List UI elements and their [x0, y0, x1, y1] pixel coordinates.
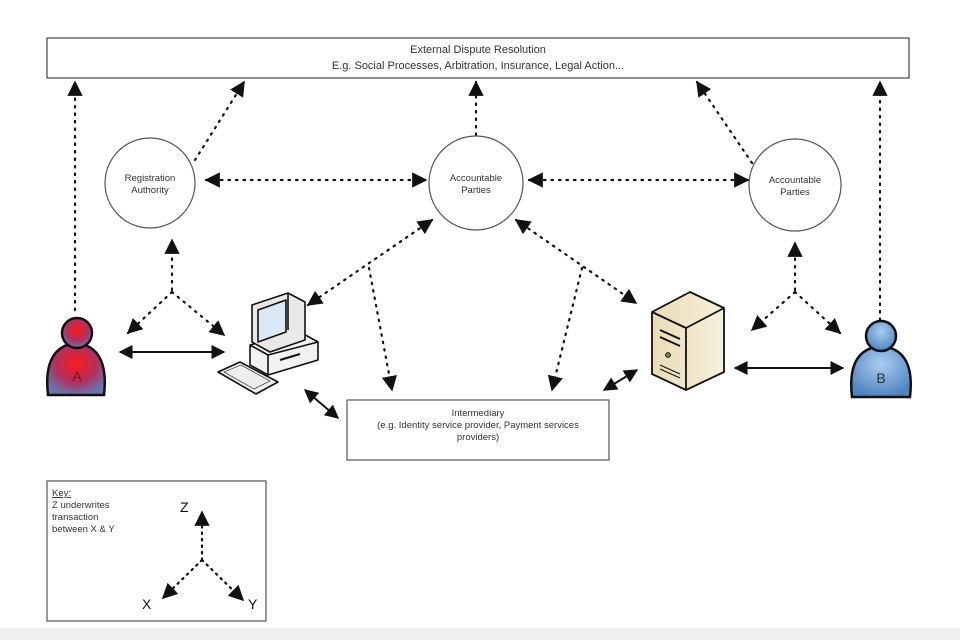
arrow-computer-intermediary	[303, 389, 340, 419]
accountable-parties-center-label-2: Parties	[461, 185, 491, 196]
key-line-2: transaction	[52, 512, 98, 523]
connector-ap-computer	[306, 218, 434, 307]
key-z-label: Z	[180, 499, 189, 515]
connector-underwrite-intermediary-right	[547, 266, 584, 392]
connector-ra-to-computer	[170, 290, 226, 337]
accountable-parties-right-node: Accountable Parties	[748, 138, 842, 232]
registration-authority-node: Registration Authority	[104, 137, 196, 229]
bottom-bar	[0, 628, 960, 640]
arrow-intermediary-server	[602, 369, 639, 391]
accountable-parties-center-label-1: Accountable	[450, 173, 502, 184]
intermediary-label-1: Intermediary	[452, 408, 505, 419]
user-a-label: A	[72, 368, 82, 384]
intermediary-label-2: (e.g. Identity service provider, Payment…	[377, 420, 579, 431]
server-icon	[651, 291, 725, 391]
key-line-1: Z underwrites	[52, 500, 110, 511]
key-arrows	[161, 510, 245, 602]
connector-ap-right-to-b	[793, 290, 842, 335]
user-b-icon: B	[850, 319, 912, 399]
intermediary-label-3: providers)	[457, 432, 499, 443]
registration-authority-label-2: Authority	[131, 185, 169, 196]
key-arrow-y	[200, 558, 245, 602]
solid-connectors	[118, 345, 845, 419]
key-line-3: between X & Y	[52, 524, 115, 535]
connector-ra-to-a	[126, 290, 174, 335]
connector-ap-server	[514, 218, 638, 305]
user-a-icon: A	[45, 316, 107, 397]
connector-ap-right-external	[695, 80, 754, 165]
connector-underwrite-intermediary-left	[367, 266, 397, 392]
connector-ap-right-to-server	[750, 290, 797, 332]
accountable-parties-right-label-2: Parties	[780, 187, 810, 198]
key-x-label: X	[142, 596, 152, 612]
registration-authority-label-1: Registration	[125, 173, 176, 184]
external-dispute-resolution-box: External Dispute Resolution E.g. Social …	[46, 37, 910, 79]
computer-icon	[217, 292, 319, 395]
key-title: Key:	[52, 488, 71, 499]
key-arrow-x	[161, 558, 204, 600]
intermediary-box: Intermediary (e.g. Identity service prov…	[346, 399, 610, 461]
accountable-parties-center-node: Accountable Parties	[428, 135, 524, 231]
user-b-label: B	[876, 370, 885, 386]
key-legend: Key: Z underwrites transaction between X…	[46, 480, 267, 622]
connector-ra-external	[193, 80, 246, 162]
external-box-subtitle: E.g. Social Processes, Arbitration, Insu…	[332, 60, 624, 72]
accountable-parties-right-label-1: Accountable	[769, 175, 821, 186]
dotted-connectors	[67, 80, 888, 392]
external-box-title: External Dispute Resolution	[410, 44, 546, 56]
key-y-label: Y	[248, 596, 258, 612]
